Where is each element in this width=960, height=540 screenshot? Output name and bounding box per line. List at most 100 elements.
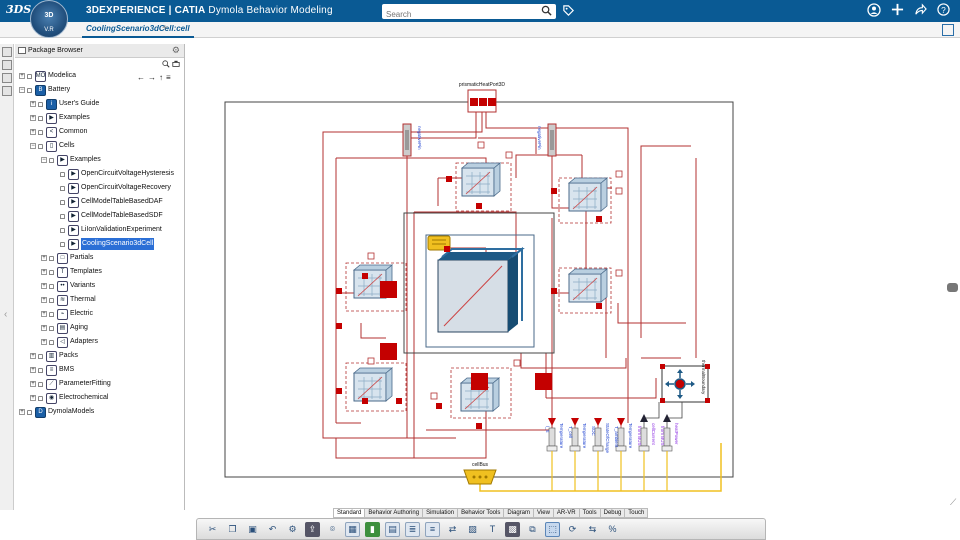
comment-icon[interactable]: [947, 283, 958, 292]
help-icon[interactable]: ?: [937, 3, 950, 16]
action-tab[interactable]: Behavior Authoring: [365, 508, 424, 518]
resize-corner-icon[interactable]: ⟋: [950, 497, 957, 507]
right-pin-sensor[interactable]: negativePin: [537, 123, 557, 157]
expand-toggle-icon[interactable]: +: [30, 395, 36, 401]
connect-icon[interactable]: ⇄: [448, 523, 457, 534]
top-heat-port[interactable]: prismaticHeatPort3D: [459, 82, 506, 113]
swap-icon[interactable]: ⇆: [588, 523, 597, 534]
share-icon[interactable]: ⇪: [305, 521, 320, 537]
expand-toggle-icon[interactable]: +: [41, 297, 47, 303]
expand-toggle-icon[interactable]: −: [41, 157, 47, 163]
tree-item[interactable]: −▶Examples: [41, 154, 101, 166]
thermal-boundary-block[interactable]: thermalBoundary: [660, 360, 710, 403]
percent-icon[interactable]: %: [608, 524, 617, 534]
list-icon[interactable]: ≣: [405, 521, 420, 537]
tree-item[interactable]: +≋Thermal: [41, 294, 96, 306]
expand-toggle-icon[interactable]: +: [41, 255, 47, 261]
expand-toggle-icon[interactable]: +: [30, 381, 36, 387]
search-icon[interactable]: [541, 5, 552, 16]
copy-icon[interactable]: ❐: [228, 523, 237, 534]
expand-toggle-icon[interactable]: −: [30, 143, 36, 149]
text-icon[interactable]: T: [489, 524, 496, 534]
expand-toggle-icon[interactable]: +: [41, 283, 47, 289]
add-icon[interactable]: [891, 3, 904, 16]
action-tab[interactable]: AR-VR: [553, 508, 580, 518]
tree-item[interactable]: ▶CellModelTableBasedDAF: [52, 196, 163, 208]
compass-button[interactable]: 3D V.R: [30, 0, 68, 38]
tree-item[interactable]: ▶CoolingScenario3dCell: [52, 238, 155, 250]
graph-toggle[interactable]: [2, 73, 12, 83]
print-icon[interactable]: [172, 60, 180, 68]
fullscreen-icon[interactable]: [942, 24, 954, 36]
tree-item[interactable]: ▶LiIonValidationExperiment: [52, 224, 162, 236]
expand-toggle-icon[interactable]: −: [19, 87, 25, 93]
expand-toggle-icon[interactable]: +: [30, 129, 36, 135]
tree-item[interactable]: +▤Aging: [41, 322, 88, 334]
tree-item[interactable]: ▶OpenCircuitVoltageRecovery: [52, 182, 171, 194]
tree-item[interactable]: +▶Examples: [30, 112, 90, 124]
search-input[interactable]: [382, 7, 532, 22]
action-tab[interactable]: Tools: [579, 508, 601, 518]
expand-toggle-icon[interactable]: +: [41, 325, 47, 331]
gear-icon[interactable]: ⚙: [171, 45, 180, 55]
list2-icon[interactable]: ≡: [425, 521, 440, 537]
action-tab[interactable]: Standard: [333, 508, 366, 518]
tree-item[interactable]: ▶OpenCircuitVoltageHysteresis: [52, 168, 174, 180]
lasso-icon[interactable]: ⌾: [329, 523, 336, 534]
expand-toggle-icon[interactable]: +: [41, 311, 47, 317]
tree-item[interactable]: +••Variants: [41, 280, 95, 292]
tree-item[interactable]: +⌁Electric: [41, 308, 93, 320]
settings-icon[interactable]: ⚙: [288, 523, 297, 534]
scissors-icon[interactable]: ✂: [208, 523, 217, 534]
action-tab[interactable]: Touch: [625, 508, 649, 518]
tree-item[interactable]: +▥Packs: [30, 350, 78, 362]
tag-icon[interactable]: [562, 4, 575, 17]
paste-icon[interactable]: ▣: [248, 523, 257, 534]
brand-logo[interactable]: 3DS: [6, 3, 32, 16]
picture-icon[interactable]: ▩: [505, 521, 520, 537]
expand-toggle-icon[interactable]: +: [19, 73, 25, 79]
action-tab[interactable]: Behavior Tools: [458, 508, 505, 518]
graph-icon[interactable]: ⧉: [529, 523, 536, 534]
tree-item[interactable]: +≡BMS: [30, 364, 74, 376]
user-icon[interactable]: [867, 3, 881, 17]
table-icon[interactable]: ▤: [385, 521, 400, 537]
expand-toggle-icon[interactable]: +: [19, 409, 25, 415]
tree-item[interactable]: +◉Electrochemical: [30, 392, 108, 404]
share-icon[interactable]: [914, 3, 927, 16]
tree-item[interactable]: +◁Adapters: [41, 336, 98, 348]
image-icon[interactable]: ▨: [468, 523, 477, 534]
expand-toggle-icon[interactable]: +: [30, 367, 36, 373]
info-toggle[interactable]: [2, 86, 12, 96]
expand-toggle-icon[interactable]: +: [30, 101, 36, 107]
expand-toggle-icon[interactable]: +: [41, 269, 47, 275]
expand-toggle-icon[interactable]: +: [30, 115, 36, 121]
expand-toggle-icon[interactable]: +: [30, 353, 36, 359]
save-icon[interactable]: ▮: [365, 521, 380, 537]
action-tab[interactable]: Debug: [600, 508, 626, 518]
action-tab[interactable]: Simulation: [423, 508, 459, 518]
package-browser-toggle[interactable]: [2, 47, 12, 57]
expand-toggle-icon[interactable]: +: [41, 339, 47, 345]
diagram-canvas[interactable]: prismaticHeatPort3D negativePin negative…: [186, 38, 946, 510]
tree-item[interactable]: +⟋ParameterFitting: [30, 378, 111, 390]
refresh-icon[interactable]: ⟳: [568, 523, 577, 534]
undo-icon[interactable]: ↶: [268, 523, 277, 534]
left-pin-sensor[interactable]: negativePin: [402, 123, 422, 157]
collapse-left-icon[interactable]: ‹: [4, 309, 8, 320]
action-tab[interactable]: View: [534, 508, 554, 518]
navigation-arrows-icon[interactable]: ←→↑≡: [137, 73, 174, 82]
cell-bus[interactable]: cellBus: [463, 443, 722, 492]
tree-item[interactable]: +□Partials: [41, 252, 93, 264]
search-tree-icon[interactable]: [162, 60, 170, 68]
